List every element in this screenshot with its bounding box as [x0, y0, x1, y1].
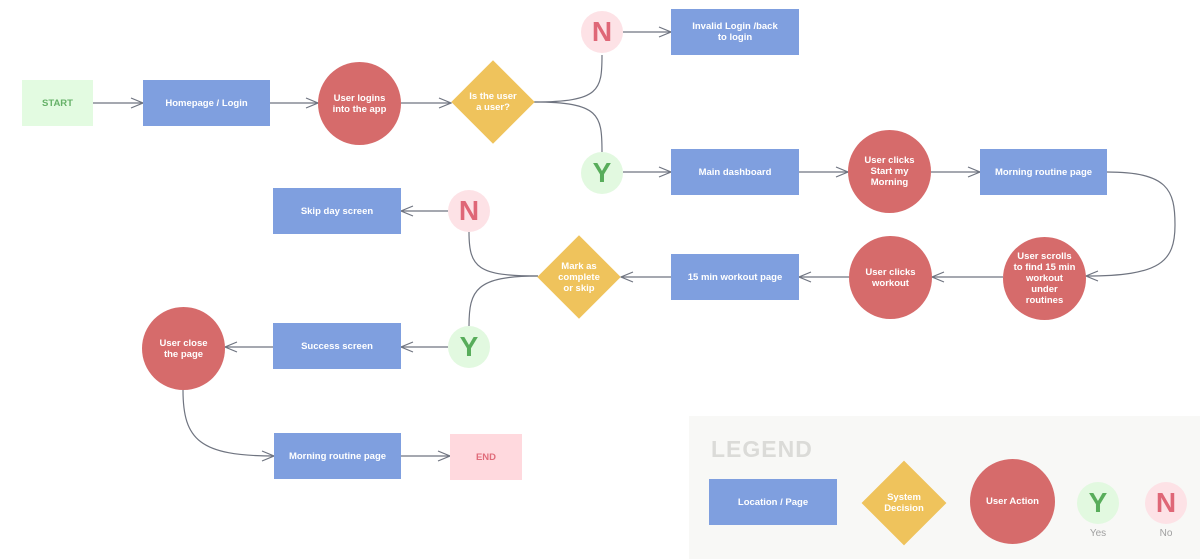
legend-location-page: Location / Page: [709, 479, 837, 525]
legend-no-marker: N: [1145, 482, 1187, 524]
legend-system-decision-label: System Decision: [884, 492, 924, 514]
end-terminal: END: [450, 434, 522, 480]
main-dashboard-page: Main dashboard: [671, 149, 799, 195]
homepage-login-label: Homepage / Login: [165, 97, 248, 109]
connector-close-morning: [182, 389, 274, 456]
legend-no-caption: No: [1159, 528, 1173, 539]
legend-yes-caption: Yes: [1089, 528, 1107, 539]
mark-complete-decision: Mark as complete or skip: [537, 235, 621, 319]
homepage-login-page: Homepage / Login: [143, 80, 270, 126]
workout-page: 15 min workout page: [671, 254, 799, 300]
invalid-login-label: Invalid Login /back to login: [692, 21, 778, 43]
yes-marker-complete: Y: [448, 326, 490, 368]
clicks-start-morning-action: User clicks Start my Morning: [848, 130, 931, 213]
no-marker-skip: N: [448, 190, 490, 232]
connector-morning-scroll: [1086, 171, 1176, 276]
scrolls-find-workout-label: User scrolls to find 15 min workout unde…: [1013, 251, 1076, 306]
clicks-workout-label: User clicks workout: [865, 266, 916, 289]
clicks-start-morning-label: User clicks Start my Morning: [864, 155, 915, 188]
morning-routine-page-final: Morning routine page: [274, 433, 401, 479]
legend-title: LEGEND: [711, 436, 813, 462]
success-screen-page: Success screen: [273, 323, 401, 369]
morning-routine-label: Morning routine page: [994, 166, 1093, 178]
workout-page-label: 15 min workout page: [687, 271, 783, 283]
start-terminal: START: [22, 80, 93, 126]
legend-yes-marker: Y: [1077, 482, 1119, 524]
legend-user-action-label: User Action: [986, 496, 1039, 507]
connector-decision-no: [533, 54, 603, 103]
mark-complete-label: Mark as complete or skip: [558, 260, 600, 294]
connector-decision-yes: [533, 101, 603, 153]
connector-decision-no-2: [468, 231, 539, 277]
scrolls-find-workout-action: User scrolls to find 15 min workout unde…: [1003, 237, 1086, 320]
clicks-workout-action: User clicks workout: [849, 236, 932, 319]
morning-routine-final-label: Morning routine page: [288, 450, 387, 462]
skip-day-label: Skip day screen: [300, 205, 374, 217]
legend-system-decision: System Decision: [861, 460, 947, 546]
user-close-page-action: User close the page: [142, 307, 225, 390]
user-close-page-label: User close the page: [159, 337, 208, 360]
end-label: END: [475, 451, 497, 463]
success-screen-label: Success screen: [301, 340, 373, 352]
skip-day-page: Skip day screen: [273, 188, 401, 234]
connector-decision-yes-2: [468, 275, 539, 327]
invalid-login-page: Invalid Login /back to login: [671, 9, 799, 55]
is-user-decision: Is the user a user?: [451, 60, 535, 144]
morning-routine-page: Morning routine page: [980, 149, 1107, 195]
start-label: START: [42, 97, 73, 109]
user-logins-action: User logins into the app: [318, 62, 401, 145]
is-user-label: Is the user a user?: [469, 91, 517, 113]
user-logins-label: User logins into the app: [332, 92, 387, 115]
no-marker-login: N: [581, 11, 623, 53]
legend-location-label: Location / Page: [737, 496, 809, 508]
legend-user-action: User Action: [970, 459, 1055, 544]
yes-marker-login: Y: [581, 152, 623, 194]
main-dashboard-label: Main dashboard: [698, 166, 772, 178]
